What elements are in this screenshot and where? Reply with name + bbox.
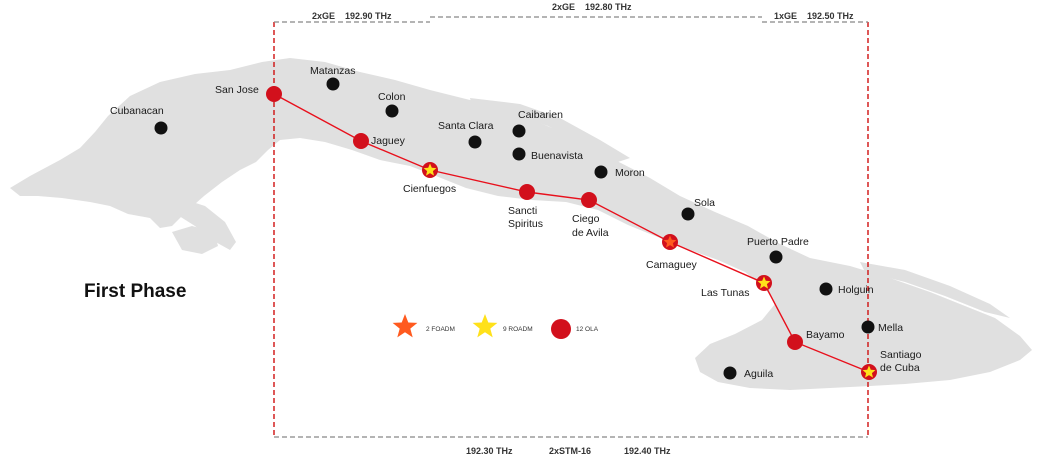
roadm-star-santiago	[862, 365, 876, 378]
city-dot-santa-clara	[468, 135, 482, 149]
city-dot-buenavista	[512, 147, 526, 161]
isle-of-youth	[172, 226, 218, 254]
label-cienfuegos: Cienfuegos	[403, 183, 456, 195]
legend-roadm-icon	[472, 314, 498, 338]
label-holguin: Holguin	[838, 284, 874, 296]
label-matanzas: Matanzas	[310, 65, 356, 77]
foadm-star-camaguey	[663, 235, 677, 248]
legend-foadm-label: 2 FOADM	[426, 326, 455, 333]
city-dot-mella	[861, 320, 875, 334]
roadm-star-cienfuegos	[423, 163, 437, 176]
city-dot-cubanacan	[154, 121, 168, 135]
city-dot-holguin	[819, 282, 833, 296]
city-dot-matanzas	[326, 77, 340, 91]
label-moron: Moron	[615, 167, 645, 179]
city-dot-colon	[385, 104, 399, 118]
label-ciego-1: Ciego	[572, 213, 600, 225]
bw-top-left: 2xGE 192.90 THz	[312, 11, 392, 21]
label-santiago-1: Santiago	[880, 349, 922, 361]
bw-bottom-left: 192.30 THz	[466, 446, 513, 456]
city-dot-sola	[681, 207, 695, 221]
ola-node-sancti-spiritus	[519, 184, 535, 200]
legend-roadm-label: 9 ROADM	[503, 326, 533, 333]
city-dot-moron	[594, 165, 608, 179]
legend-ola-label: 12 OLA	[576, 326, 599, 333]
legend-foadm-icon	[392, 314, 418, 338]
legend-ola-icon	[551, 319, 571, 339]
north-cays	[470, 98, 630, 162]
label-mella: Mella	[878, 322, 903, 334]
city-dot-aguila	[723, 366, 737, 380]
label-jaguey: Jaguey	[371, 135, 406, 147]
city-dot-puerto-padre	[769, 250, 783, 264]
ola-node-san-jose	[266, 86, 282, 102]
city-labels: San Jose Jaguey Cienfuegos Sancti Spirit…	[110, 65, 922, 380]
label-santa-clara: Santa Clara	[438, 120, 494, 132]
bw-top-center: 2xGE 192.80 THz	[552, 2, 632, 12]
city-dot-caibarien	[512, 124, 526, 138]
label-sancti-1: Sancti	[508, 205, 537, 217]
label-las-tunas: Las Tunas	[701, 287, 749, 299]
label-colon: Colon	[378, 91, 406, 103]
ola-nodes	[266, 86, 803, 350]
bw-bottom-center: 2xSTM-16	[549, 446, 591, 456]
bw-top-right: 1xGE 192.50 THz	[774, 11, 854, 21]
legend: 2 FOADM 9 ROADM 12 OLA	[392, 314, 599, 339]
label-cubanacan: Cubanacan	[110, 105, 164, 117]
label-buenavista: Buenavista	[531, 150, 583, 162]
label-puerto-padre: Puerto Padre	[747, 236, 809, 248]
label-aguila: Aguila	[744, 368, 773, 380]
label-sola: Sola	[694, 197, 715, 209]
label-bayamo: Bayamo	[806, 329, 845, 341]
bw-bottom-right: 192.40 THz	[624, 446, 671, 456]
phase-title: First Phase	[84, 281, 186, 302]
label-camaguey: Camaguey	[646, 259, 698, 271]
label-sancti-2: Spiritus	[508, 218, 543, 230]
star-nodes	[422, 162, 877, 380]
ola-node-jaguey	[353, 133, 369, 149]
city-dots	[154, 77, 875, 380]
label-ciego-2: de Avila	[572, 227, 609, 239]
ola-node-ciego-de-avila	[581, 192, 597, 208]
ola-node-bayamo	[787, 334, 803, 350]
label-san-jose: San Jose	[215, 84, 259, 96]
bandwidth-labels: 2xGE 192.90 THz 2xGE 192.80 THz 1xGE 192…	[312, 2, 854, 456]
label-santiago-2: de Cuba	[880, 362, 920, 374]
east-coast	[860, 262, 1010, 318]
label-caibarien: Caibarien	[518, 109, 563, 121]
roadm-star-las-tunas	[757, 276, 771, 289]
